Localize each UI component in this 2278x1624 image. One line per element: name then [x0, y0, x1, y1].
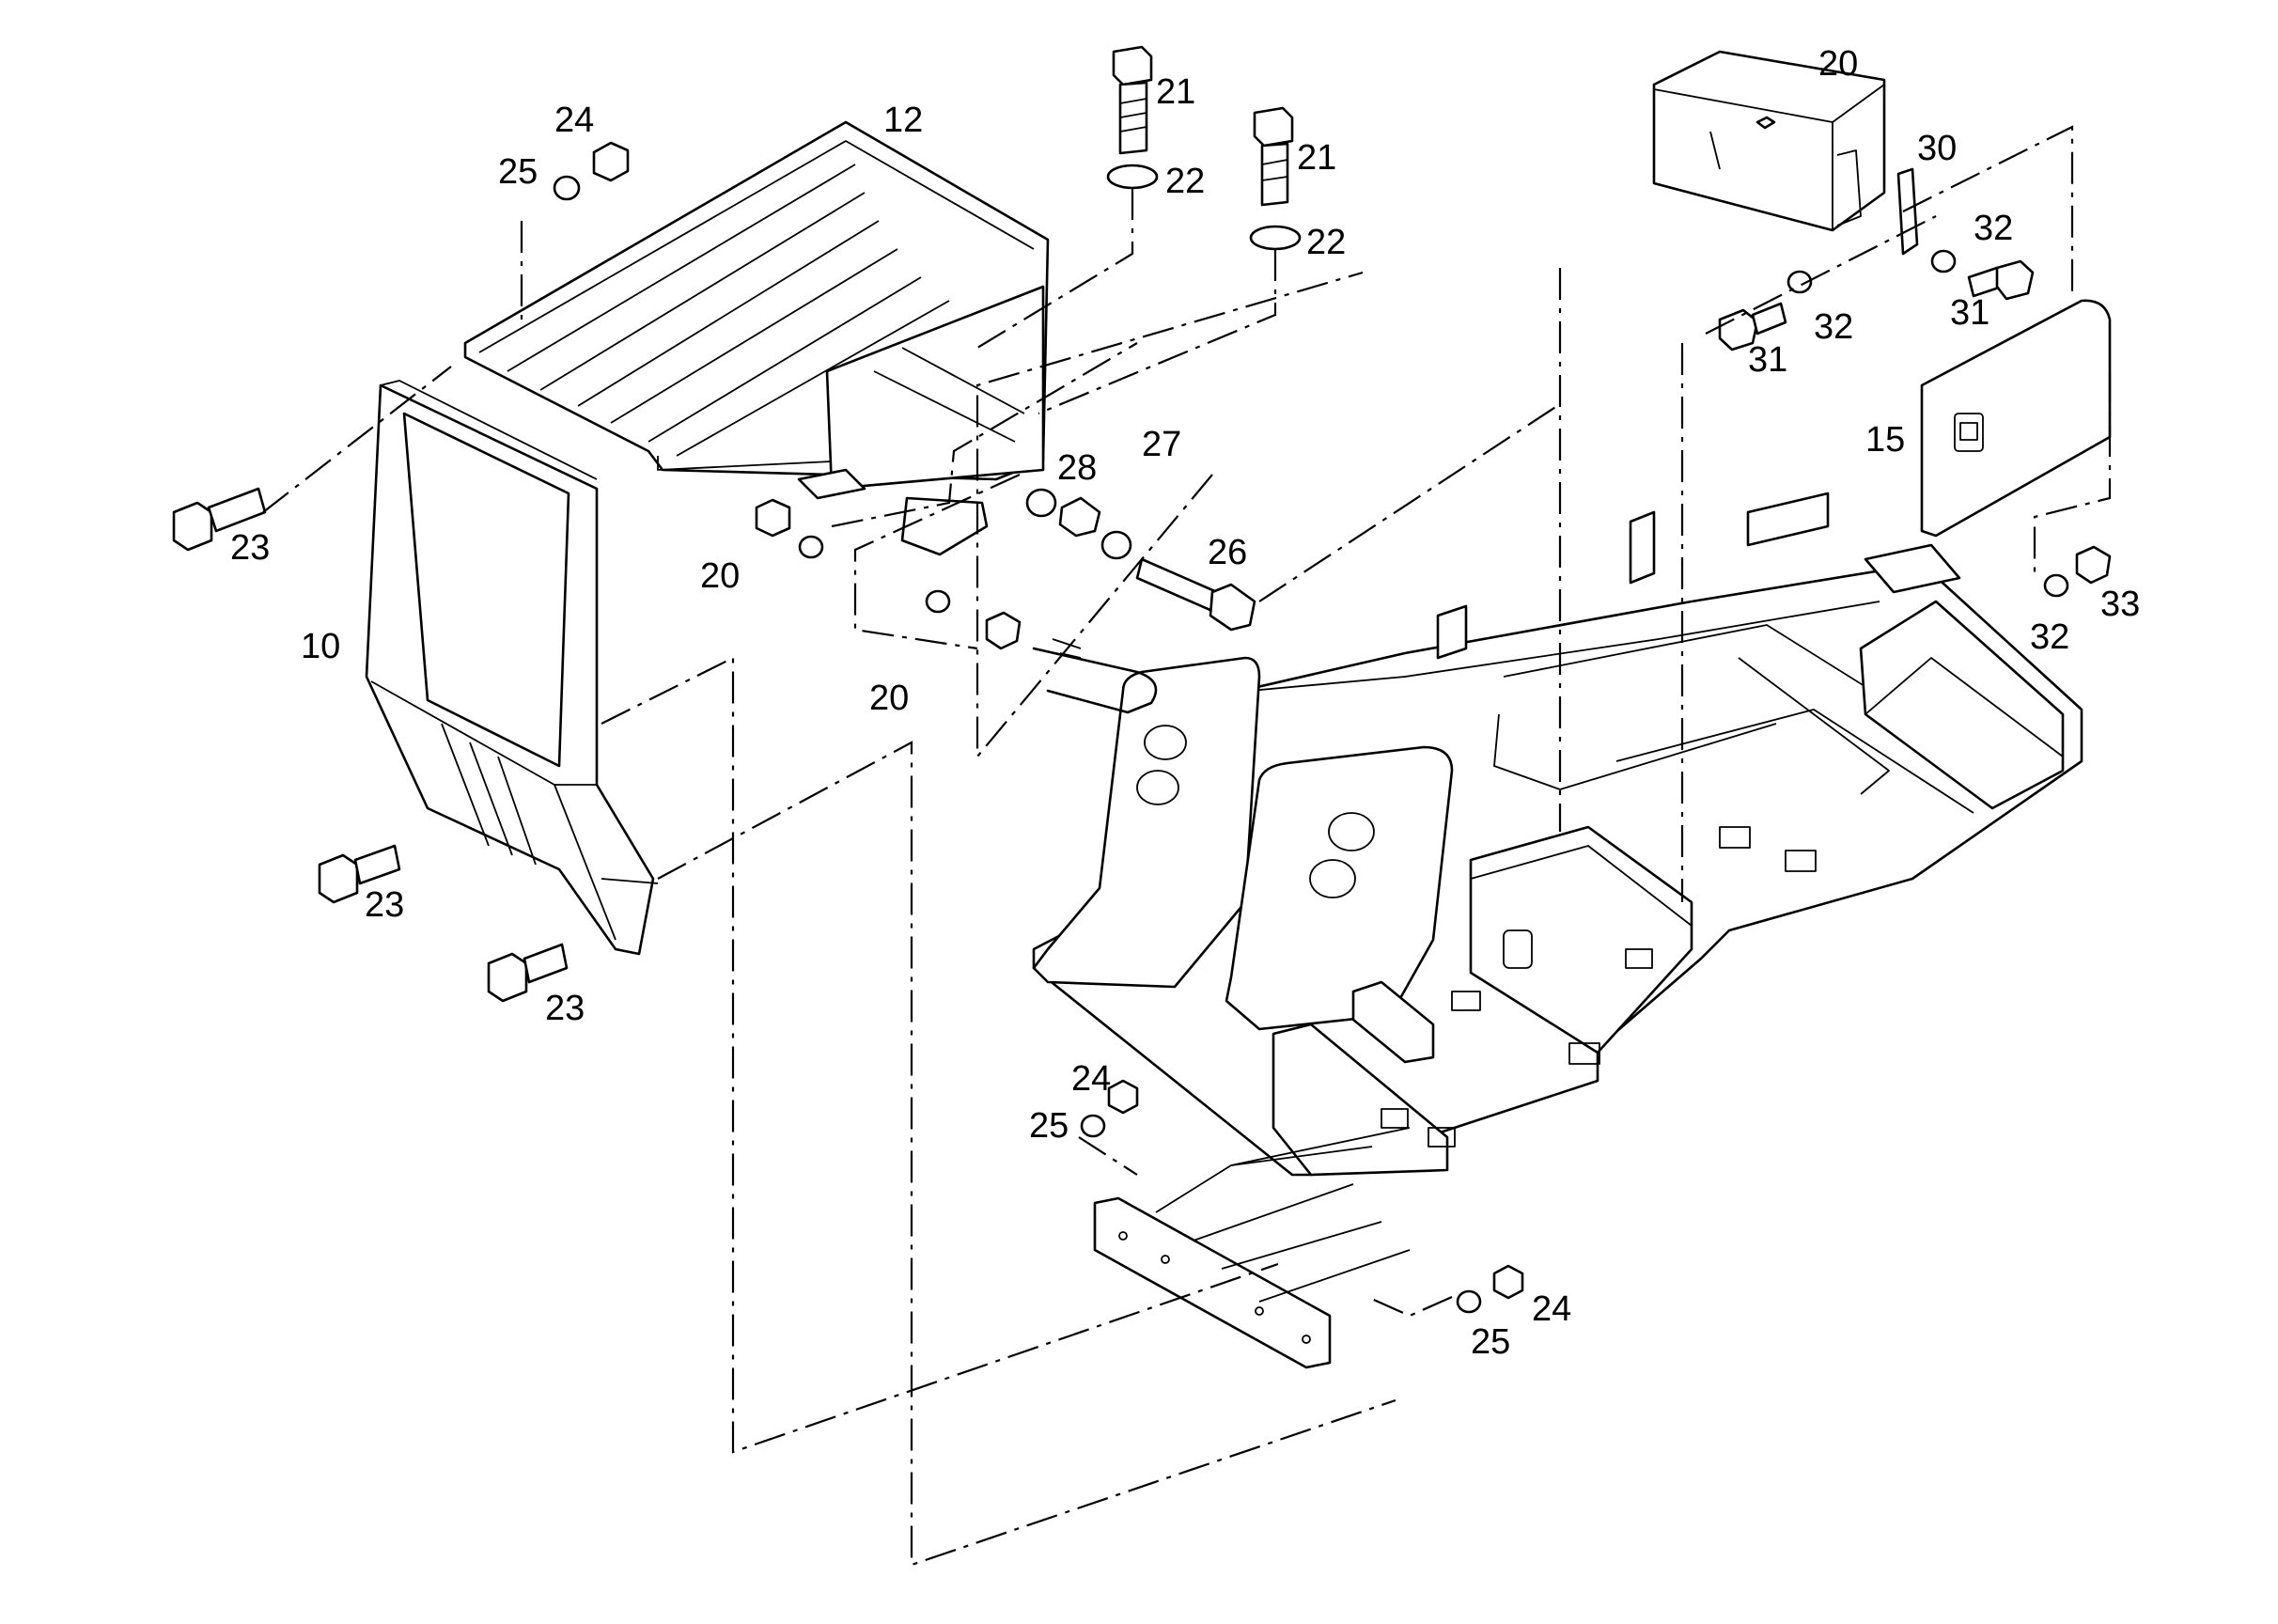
- callout-32-left: 32: [1814, 307, 1853, 347]
- callout-23-a: 23: [230, 528, 270, 568]
- callout-24-bottom-left: 24: [1071, 1059, 1111, 1099]
- callout-23-c: 23: [545, 989, 585, 1028]
- tool-box: [1652, 50, 1886, 232]
- callout-25-bottom-right: 25: [1471, 1322, 1510, 1362]
- callout-25-bottom-left: 25: [1029, 1106, 1069, 1146]
- callout-31-left: 31: [1748, 340, 1787, 380]
- callout-30: 30: [1917, 129, 1957, 168]
- rear-frame-bracket: [1093, 1127, 1411, 1369]
- callout-25-top: 25: [498, 152, 538, 192]
- callout-21-a: 21: [1156, 72, 1195, 112]
- chassis-frame: [1032, 492, 2083, 1177]
- callout-32-right: 32: [1974, 209, 2013, 248]
- side-panel: [1920, 299, 2112, 538]
- callout-22-a: 22: [1165, 162, 1205, 201]
- front-guard-frame: [365, 380, 659, 956]
- callout-20-toolbox: 20: [1818, 44, 1858, 84]
- callout-12: 12: [883, 101, 923, 140]
- callout-31-right: 31: [1950, 293, 1989, 333]
- callout-20-ubolt: 20: [869, 679, 909, 718]
- callout-28: 28: [1057, 448, 1097, 488]
- callout-24-top: 24: [554, 101, 594, 140]
- top-grille-cage: [463, 120, 1050, 556]
- callout-24-bottom-right: 24: [1532, 1289, 1571, 1329]
- callout-22-b: 22: [1306, 223, 1346, 262]
- callout-32-bottom: 32: [2030, 617, 2069, 657]
- callout-26: 26: [1208, 533, 1247, 572]
- callout-labels: 10 12 15 20 20 20 21 21 22 22 23 23 23 2…: [230, 44, 2140, 1362]
- callout-23-b: 23: [365, 885, 404, 925]
- callout-20-nut-left: 20: [700, 556, 740, 596]
- callout-21-b: 21: [1297, 138, 1336, 178]
- callout-10: 10: [301, 627, 340, 666]
- assembly-leader-lines: [262, 125, 2112, 1567]
- callout-15: 15: [1865, 420, 1905, 460]
- fasteners: [172, 45, 2112, 1314]
- bracket-30: [1896, 167, 1919, 256]
- callout-33: 33: [2100, 585, 2140, 624]
- callout-27: 27: [1142, 425, 1181, 464]
